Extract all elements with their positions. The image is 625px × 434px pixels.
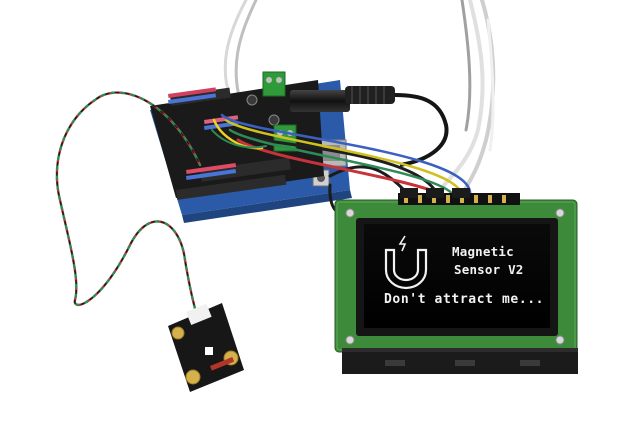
magnet-icon: [384, 248, 428, 290]
oled-display-module: [334, 188, 578, 374]
white-cable-bundle: [223, 0, 496, 197]
sensor-cable: [55, 91, 202, 320]
oled-message: Don't attract me...: [384, 292, 545, 307]
dc-power-plug: [290, 86, 449, 167]
jumper-wires: [211, 113, 472, 215]
terminal-block-top: [262, 71, 286, 97]
oled-title-line-2: Sensor V2: [454, 262, 524, 277]
lightning-icon: [398, 235, 407, 252]
oled-title-line-1: Magnetic: [452, 244, 514, 259]
magnetic-sensor-module: [168, 303, 244, 392]
